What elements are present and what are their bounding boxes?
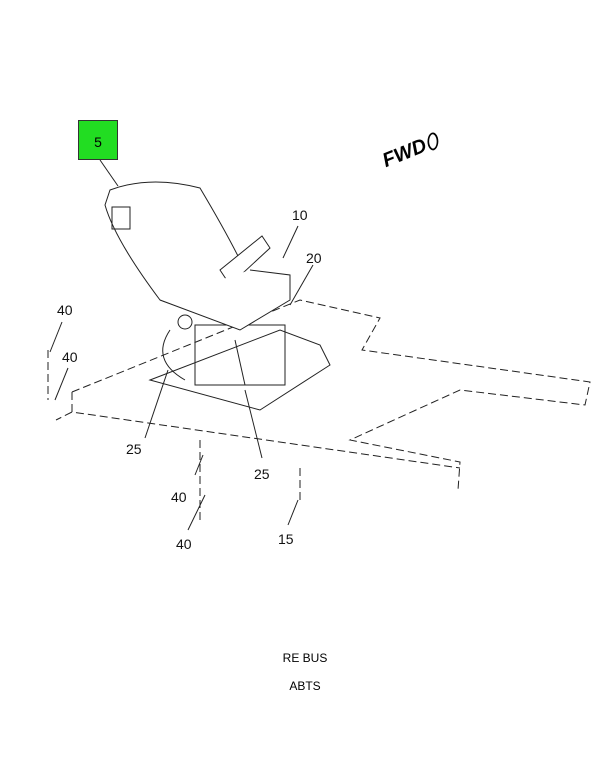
seat-riser-base: [148, 329, 331, 411]
seat-riser: [194, 324, 286, 386]
callout-25[interactable]: 25: [254, 466, 270, 482]
seat-cushion: [159, 269, 291, 331]
seat-handle: [111, 206, 131, 230]
seat-belt: [162, 329, 186, 381]
callout-25[interactable]: 25: [126, 441, 142, 457]
floor-frame: [47, 299, 591, 520]
leader-lines: [49, 159, 314, 531]
callout-item-5[interactable]: 5: [78, 120, 118, 160]
callout-40[interactable]: 40: [171, 489, 187, 505]
callout-40[interactable]: 40: [62, 349, 78, 365]
callout-15[interactable]: 15: [278, 531, 294, 547]
callout-40[interactable]: 40: [57, 302, 73, 318]
callout-10[interactable]: 10: [292, 207, 308, 223]
seat-knob: [177, 314, 193, 330]
caption-system: ABTS: [289, 679, 321, 693]
callout-20[interactable]: 20: [306, 250, 322, 266]
seat-belt: [234, 339, 246, 386]
callout-40[interactable]: 40: [176, 536, 192, 552]
caption-model: RE BUS: [282, 651, 328, 665]
